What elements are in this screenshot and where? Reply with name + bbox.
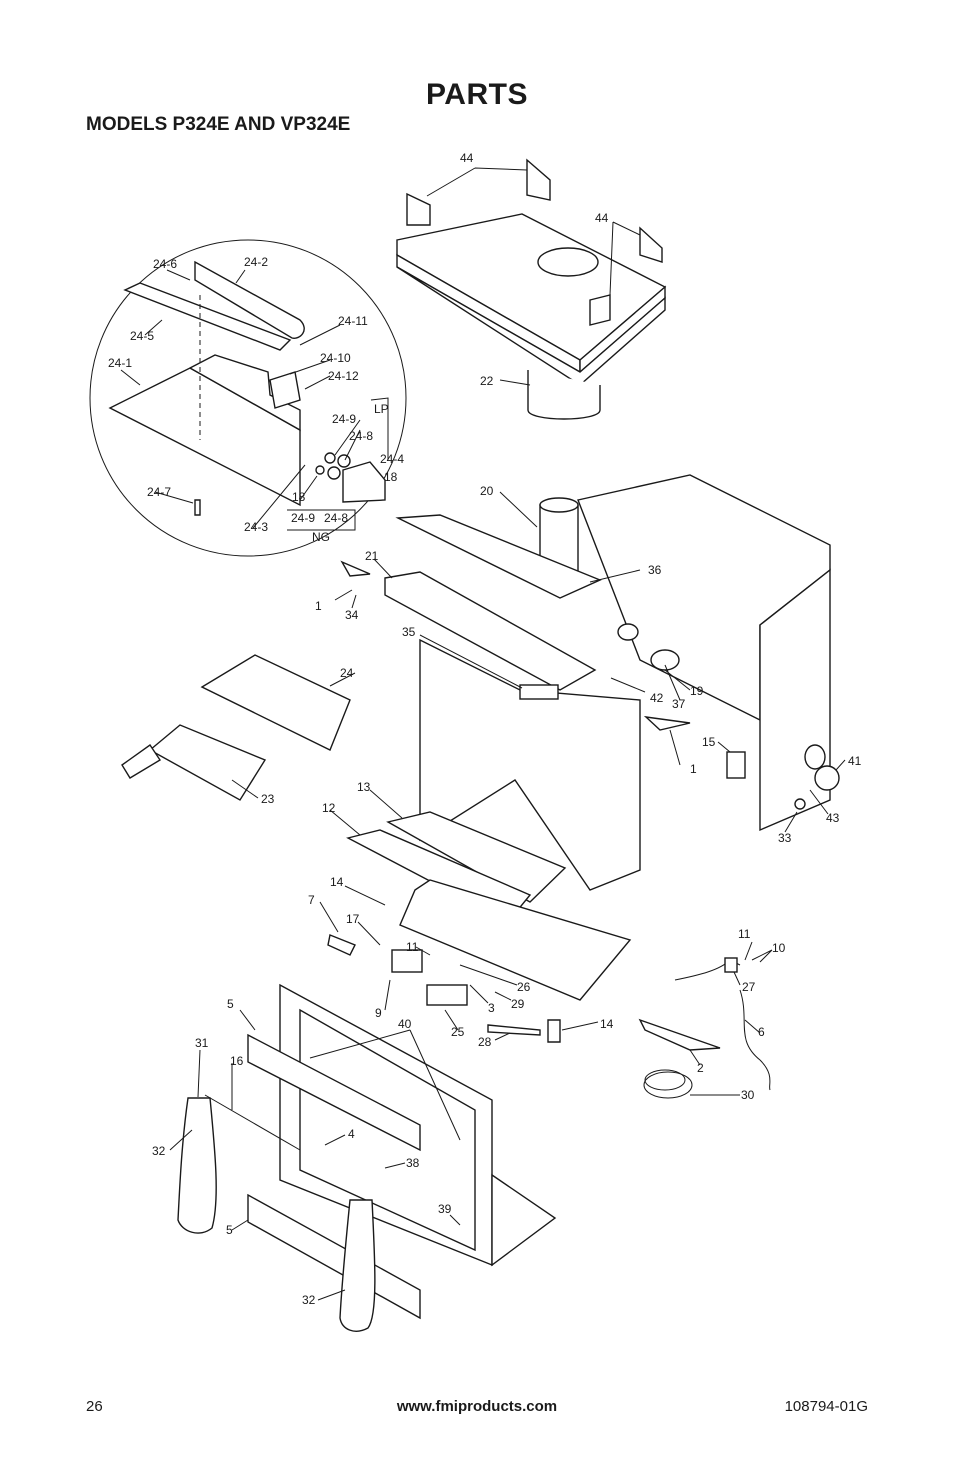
- burner-and-grate: [121, 654, 351, 801]
- callout-30: 30: [741, 1088, 755, 1102]
- callout-14: 14: [600, 1017, 614, 1031]
- callout-24-11: 24-11: [338, 314, 368, 328]
- top-cover-assembly: [396, 158, 667, 420]
- callout-13: 13: [357, 780, 371, 794]
- callout-24-9: 24-9: [291, 511, 315, 525]
- callout-24-2: 24-2: [244, 255, 268, 269]
- callout-12: 12: [322, 801, 336, 815]
- callout-24-3: 24-3: [244, 520, 268, 534]
- callout-39: 39: [438, 1202, 452, 1216]
- mesh-screens: [177, 1097, 376, 1332]
- callout-3: 3: [488, 1001, 495, 1015]
- callout-27: 27: [742, 980, 756, 994]
- callout-15: 15: [702, 735, 716, 749]
- page-title: PARTS: [426, 78, 528, 111]
- callout-32: 32: [152, 1144, 166, 1158]
- callout-19: 19: [690, 684, 704, 698]
- page-number: 26: [86, 1398, 103, 1415]
- callout-24-4: 24-4: [380, 452, 404, 466]
- callout-18: 18: [292, 490, 306, 504]
- callout-labels: 44 44 22 24-6 24-2 24-5 24-11 24-10 24-1…: [108, 151, 862, 1307]
- callout-41: 41: [848, 754, 862, 768]
- callout-10: 10: [772, 941, 786, 955]
- leader-lines: [120, 167, 846, 1301]
- callout-16: 16: [230, 1054, 244, 1068]
- callout-24-7: 24-7: [147, 485, 171, 499]
- callout-18: 18: [384, 470, 398, 484]
- website-link[interactable]: www.fmiproducts.com: [396, 1398, 558, 1415]
- callout-29: 29: [511, 997, 525, 1011]
- callout-31: 31: [195, 1036, 209, 1050]
- callout-1: 1: [690, 762, 697, 776]
- callout-23: 23: [261, 792, 275, 806]
- callout-44: 44: [460, 151, 474, 165]
- callout-17: 17: [346, 912, 360, 926]
- callout-38: 38: [406, 1156, 420, 1170]
- callout-24-5: 24-5: [130, 329, 154, 343]
- callout-4: 4: [348, 1127, 355, 1141]
- callout-24-10: 24-10: [320, 351, 351, 365]
- callout-25: 25: [451, 1025, 465, 1039]
- callout-ng: NG: [312, 530, 330, 544]
- callout-6: 6: [758, 1025, 765, 1039]
- callout-11: 11: [738, 927, 751, 941]
- callout-35: 35: [402, 625, 416, 639]
- callout-7: 7: [308, 893, 315, 907]
- callout-26: 26: [517, 980, 531, 994]
- burner-detail-circle: [89, 239, 407, 557]
- callout-44: 44: [595, 211, 609, 225]
- callout-36: 36: [648, 563, 662, 577]
- section-subtitle: MODELS P324E AND VP324E: [86, 114, 351, 135]
- document-number: 108794-01G: [784, 1398, 868, 1415]
- callout-21: 21: [365, 549, 379, 563]
- callout-2: 2: [697, 1061, 704, 1075]
- callout-40: 40: [398, 1017, 412, 1031]
- callout-24-8: 24-8: [324, 511, 348, 525]
- callout-20: 20: [480, 484, 494, 498]
- callout-37: 37: [672, 697, 686, 711]
- callout-24-9: 24-9: [332, 412, 356, 426]
- callout-28: 28: [478, 1035, 492, 1049]
- callout-33: 33: [778, 831, 792, 845]
- wiring-and-accessories: [340, 560, 840, 1099]
- callout-22: 22: [480, 374, 494, 388]
- callout-24: 24: [340, 666, 354, 680]
- callout-24-6: 24-6: [153, 257, 177, 271]
- front-frame-assembly: [204, 983, 557, 1320]
- callout-43: 43: [826, 811, 840, 825]
- callout-34: 34: [345, 608, 359, 622]
- callout-24-1: 24-1: [108, 356, 132, 370]
- callout-lp: LP: [374, 402, 389, 416]
- callout-14: 14: [330, 875, 344, 889]
- bottom-pan-and-valve: [327, 879, 632, 1043]
- callout-32: 32: [302, 1293, 316, 1307]
- callout-5: 5: [227, 997, 234, 1011]
- callout-9: 9: [375, 1006, 382, 1020]
- callout-11: 11: [406, 940, 419, 954]
- callout-5: 5: [226, 1223, 233, 1237]
- callout-1: 1: [315, 599, 322, 613]
- callout-24-8: 24-8: [349, 429, 373, 443]
- callout-24-12: 24-12: [328, 369, 359, 383]
- callout-42: 42: [650, 691, 664, 705]
